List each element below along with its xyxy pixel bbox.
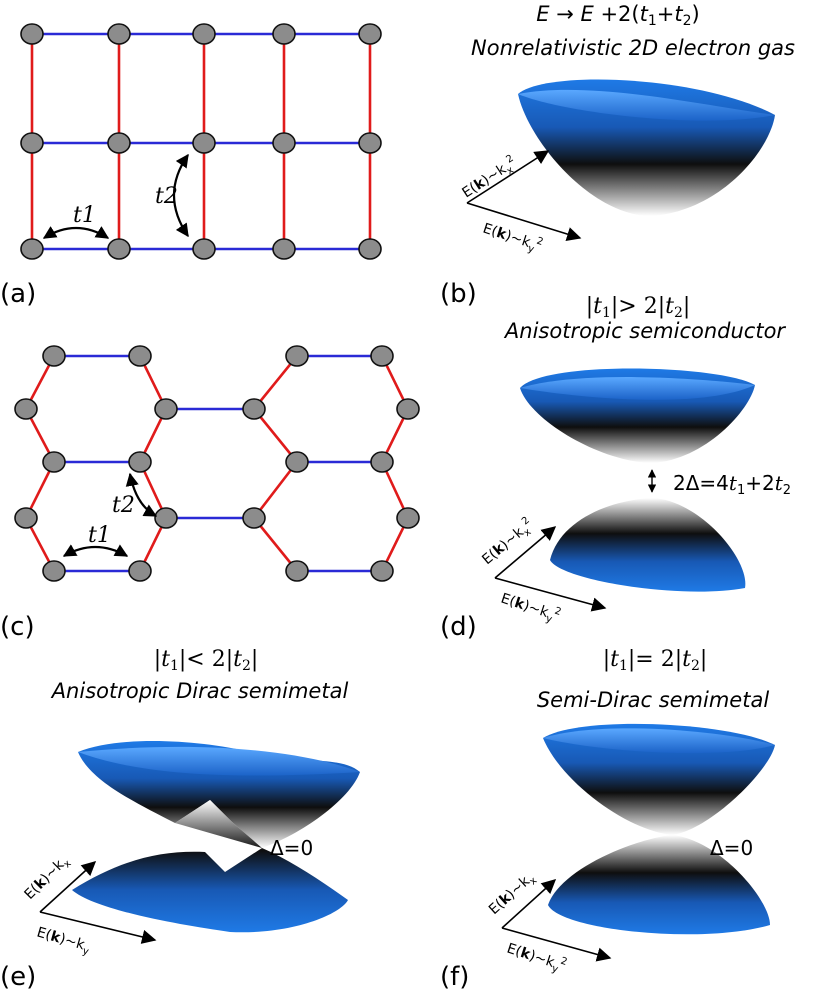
square-lattice: t1 t2 bbox=[20, 23, 382, 260]
hopping-arrow-t1 bbox=[42, 226, 110, 239]
lattice-sites bbox=[14, 345, 420, 582]
title-f: Semi-Dirac semimetal bbox=[537, 688, 769, 712]
hopping-arrow-t1 bbox=[62, 544, 129, 557]
lattice-sites bbox=[20, 23, 382, 260]
t1-label: t1 bbox=[88, 523, 111, 548]
lower-cone bbox=[72, 800, 348, 933]
axis-label-kx2: E(k)~kx2 bbox=[458, 153, 521, 204]
panel-label-e: (e) bbox=[0, 962, 36, 990]
axis-label-kx2: E(k)~kx2 bbox=[478, 515, 538, 570]
t2-label: t2 bbox=[155, 184, 178, 209]
t2-label: t2 bbox=[112, 493, 135, 518]
condition-d: |t1|> 2|t2| bbox=[586, 294, 691, 321]
panel-label-a: (a) bbox=[0, 279, 36, 309]
panel-label-d: (d) bbox=[440, 612, 477, 642]
panel-e: |t1|< 2|t2| Anisotropic Dirac semimetal … bbox=[22, 647, 360, 958]
title-b: Nonrelativistic 2D electron gas bbox=[471, 36, 795, 60]
hopping-arrow-t2 bbox=[172, 153, 189, 238]
honeycomb-lattice: t1 t2 bbox=[14, 345, 420, 582]
panel-d: |t1|> 2|t2| Anisotropic semiconductor 2Δ… bbox=[478, 294, 791, 628]
gap-label-d: 2Δ=4t1+2t2 bbox=[673, 471, 791, 498]
axis-label-kx: E(k)~kx bbox=[22, 853, 74, 905]
hopping-arrow-t2 bbox=[125, 472, 158, 517]
gap-label-f: Δ=0 bbox=[710, 836, 753, 860]
condition-e: |t1|< 2|t2| bbox=[154, 647, 259, 674]
axis-label-ky: E(k)~ky bbox=[34, 924, 92, 957]
title-d: Anisotropic semiconductor bbox=[503, 319, 787, 343]
panel-label-c: (c) bbox=[0, 612, 35, 642]
panel-b: E → E +2(t1+t2) Nonrelativistic 2D elect… bbox=[458, 2, 795, 258]
title-e: Anisotropic Dirac semimetal bbox=[50, 679, 349, 703]
panel-f: |t1|= 2|t2| Semi-Dirac semimetal Δ=0 E(k… bbox=[486, 647, 775, 978]
panel-label-f: (f) bbox=[440, 962, 469, 990]
lower-band bbox=[548, 835, 770, 935]
gap-label-e: Δ=0 bbox=[270, 836, 313, 860]
band-rim bbox=[518, 89, 775, 121]
axis-label-kx: E(k)~kx bbox=[486, 869, 540, 920]
t1-label: t1 bbox=[73, 203, 96, 228]
condition-f: |t1|= 2|t2| bbox=[603, 647, 708, 674]
formula-b: E → E +2(t1+t2) bbox=[536, 2, 699, 29]
valence-band bbox=[550, 498, 746, 592]
panel-label-b: (b) bbox=[440, 279, 477, 309]
